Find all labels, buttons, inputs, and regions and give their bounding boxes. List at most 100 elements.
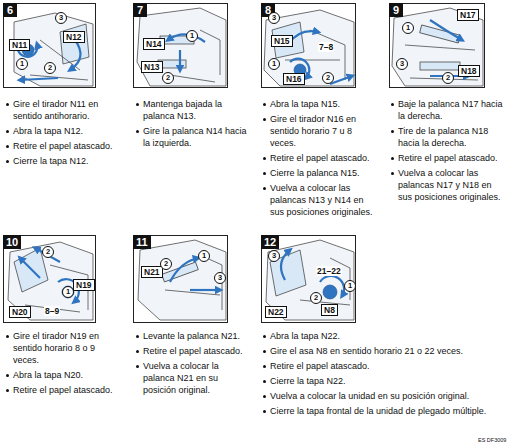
part-label: N20 xyxy=(12,307,28,317)
callout-number: 2 xyxy=(44,62,56,74)
instruction-text: Vuelva a colocar las palancas N17 y N18 … xyxy=(398,168,501,202)
instruction-text: Baje la palanca N17 hacia la derecha. xyxy=(398,99,503,121)
turn-count: 21–22 xyxy=(316,266,342,276)
instruction-text: Retire el papel atascado. xyxy=(270,153,370,163)
step-panel: 12N22N8 xyxy=(261,235,356,323)
figure-code: ES DF3009 xyxy=(478,437,506,443)
instruction-text: Cierre la tapa frontal de la unidad de p… xyxy=(270,406,486,416)
instruction-text: Vuelva a colocar la unidad en su posició… xyxy=(270,391,469,401)
part-label: N16 xyxy=(286,74,302,84)
instruction-text: Abra la tapa N22. xyxy=(270,331,340,341)
bullet-dot xyxy=(391,103,394,106)
instruction-item: Gire el tirador N19 en sentido horario 8… xyxy=(5,330,123,366)
instruction-item: Vuelva a colocar la palanca N21 en su po… xyxy=(135,360,250,396)
part-label: N11 xyxy=(12,40,27,50)
bullet-dot xyxy=(391,157,394,160)
instruction-text: Gire la palanca N14 hacia la izquierda. xyxy=(143,126,247,148)
part-label-box: N22 xyxy=(265,306,287,318)
part-label-box: N13 xyxy=(141,61,163,73)
callout-number: 1 xyxy=(62,286,74,298)
instruction-column: Levante la palanca N21. Retire el papel a… xyxy=(135,330,250,399)
callout-number: 2 xyxy=(322,72,334,84)
bullet-dot xyxy=(6,160,9,163)
bullet-dot xyxy=(263,395,266,398)
instruction-item: Vuelva a colocar las palancas N17 y N18 … xyxy=(390,167,505,203)
bullet-dot xyxy=(136,335,139,338)
step-number: 7 xyxy=(133,3,147,17)
instruction-text: Mantenga bajada la palanca N13. xyxy=(143,99,222,121)
instruction-text: Vuelva a colocar las palancas N13 y N14 … xyxy=(270,183,373,217)
instruction-item: Mantenga bajada la palanca N13. xyxy=(135,98,247,122)
instruction-item: Cierre la tapa frontal de la unidad de p… xyxy=(262,405,507,417)
step-panel: 9N17N18 xyxy=(389,3,485,88)
callout-number: 1 xyxy=(344,280,356,292)
callout-number: 1 xyxy=(402,22,414,34)
callout-number: 1 xyxy=(16,58,28,70)
bullet-dot xyxy=(136,130,139,133)
instruction-text: Retire el papel atascado. xyxy=(270,361,370,371)
instruction-item: Retire el papel atascado. xyxy=(135,345,250,357)
bullet-dot xyxy=(263,172,266,175)
instruction-text: Gire el asa N8 en sentido horario 21 o 2… xyxy=(270,346,463,356)
instruction-item: Vuelva a colocar la unidad en su posició… xyxy=(262,390,507,402)
instruction-text: Abra la tapa N15. xyxy=(270,99,340,109)
step-number: 12 xyxy=(261,235,279,249)
instruction-item: Retire el papel atascado. xyxy=(5,384,123,396)
instruction-text: Retire el papel atascado. xyxy=(143,346,243,356)
step-panel: 6N11N12 xyxy=(3,3,96,88)
part-label: N15 xyxy=(274,36,290,46)
step-number: 11 xyxy=(133,235,151,249)
instruction-column: Gire el tirador N19 en sentido horario 8… xyxy=(5,330,123,399)
instruction-text: Vuelva a colocar la palanca N21 en su po… xyxy=(143,361,219,395)
instruction-text: Retire el papel atascado. xyxy=(13,141,113,151)
bullet-dot xyxy=(263,410,266,413)
part-label-box: N8 xyxy=(321,304,338,316)
part-label-box: N20 xyxy=(9,306,31,318)
bullet-dot xyxy=(263,187,266,190)
part-label-box: N16 xyxy=(283,73,305,85)
part-label-box: N15 xyxy=(271,35,293,47)
callout-number: 1 xyxy=(268,58,280,70)
instruction-item: Levante la palanca N21. xyxy=(135,330,250,342)
instruction-column: Abra la tapa N22. Gire el asa N8 en senti… xyxy=(262,330,507,420)
part-label-box: N19 xyxy=(73,279,95,291)
instruction-item: Baje la palanca N17 hacia la derecha. xyxy=(390,98,505,122)
callout-number: 3 xyxy=(268,250,280,262)
part-label-box: N18 xyxy=(458,65,480,77)
bullet-dot xyxy=(6,374,9,377)
instruction-text: Abra la tapa N20. xyxy=(13,370,83,380)
callout-number: 1 xyxy=(198,250,210,262)
part-label: N21 xyxy=(144,267,160,277)
bullet-dot xyxy=(263,335,266,338)
callout-number: 3 xyxy=(55,12,67,24)
step-panel: 7N14N13 xyxy=(133,3,228,88)
bullet-dot xyxy=(6,389,9,392)
bullet-dot xyxy=(263,380,266,383)
instruction-item: Retire el papel atascado. xyxy=(262,152,380,164)
part-label: N18 xyxy=(461,66,477,76)
instruction-text: Retire el papel atascado. xyxy=(13,385,113,395)
instruction-text: Levante la palanca N21. xyxy=(143,331,240,341)
bullet-dot xyxy=(263,118,266,121)
instruction-text: Cierre la palanca N15. xyxy=(270,168,360,178)
bullet-dot xyxy=(6,145,9,148)
instruction-column: Gire el tirador N11 en sentido antihorar… xyxy=(5,98,120,170)
instruction-column: Mantenga bajada la palanca N13. Gire la p… xyxy=(135,98,247,152)
instruction-item: Tire de la palanca N18 hacia la derecha. xyxy=(390,125,505,149)
instruction-item: Abra la tapa N12. xyxy=(5,125,120,137)
instruction-item: Vuelva a colocar las palancas N13 y N14 … xyxy=(262,182,380,218)
instruction-item: Gire el tirador N16 en sentido horario 7… xyxy=(262,113,380,149)
part-label: N19 xyxy=(76,280,92,290)
callout-number: 3 xyxy=(268,12,280,24)
instruction-item: Abra la tapa N22. xyxy=(262,330,507,342)
instruction-item: Cierre la tapa N22. xyxy=(262,375,507,387)
part-label: N14 xyxy=(146,39,162,49)
step-number: 6 xyxy=(3,3,17,17)
step-number: 10 xyxy=(3,235,21,249)
callout-number: 1 xyxy=(186,30,198,42)
step-number: 9 xyxy=(389,3,403,17)
instruction-text: Abra la tapa N12. xyxy=(13,126,83,136)
callout-number: 2 xyxy=(310,292,322,304)
instruction-text: Gire el tirador N19 en sentido horario 8… xyxy=(13,331,99,365)
